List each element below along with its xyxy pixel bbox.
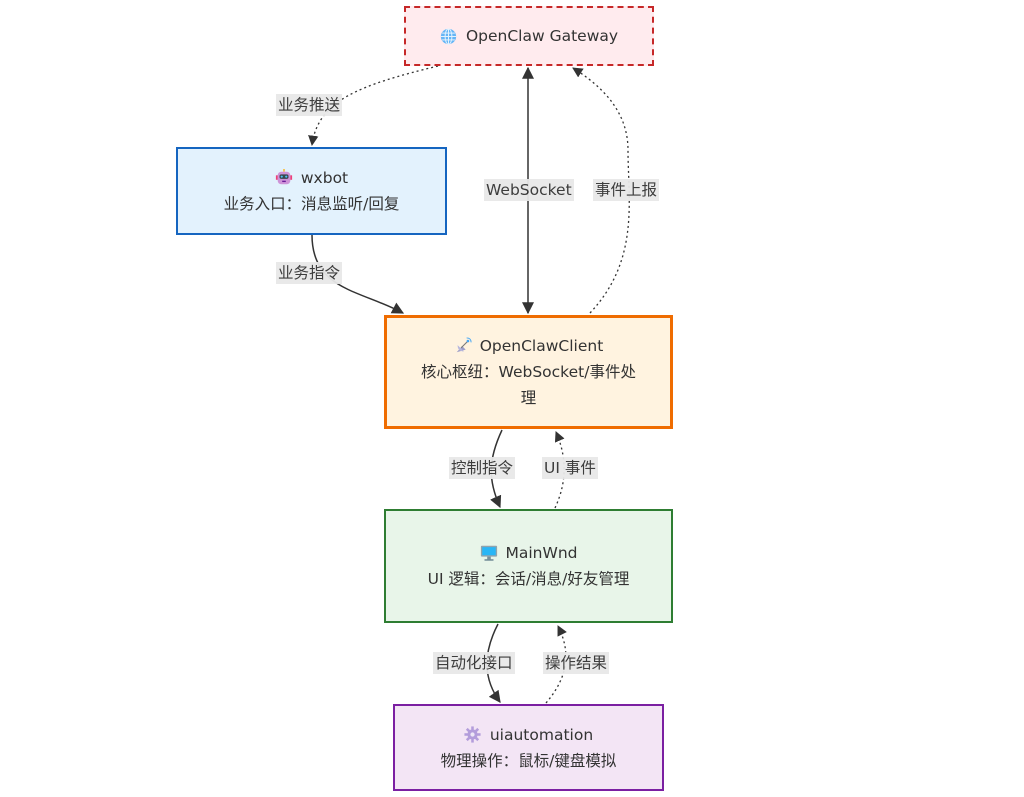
node-description: UI 逻辑：会话/消息/好友管理 — [427, 570, 630, 588]
node-description: 业务入口：消息监听/回复 — [223, 195, 400, 213]
node-title: OpenClaw Gateway — [465, 27, 619, 45]
edge-label-control-command: 控制指令 — [449, 457, 516, 479]
edge-gateway-wxbot — [308, 65, 439, 147]
node-title: MainWnd — [505, 544, 578, 562]
node-title: uiautomation — [489, 725, 594, 744]
edge-label-operation-result: 操作结果 — [543, 652, 610, 674]
edge-label-business-push: 业务推送 — [276, 94, 343, 116]
node-title: wxbot — [300, 169, 349, 187]
edge-label-websocket: WebSocket — [484, 179, 574, 201]
globe-icon — [440, 27, 458, 45]
robot-icon — [275, 169, 293, 187]
node-description: 物理操作：鼠标/键盘模拟 — [440, 751, 617, 770]
edge-label-ui-event: UI 事件 — [542, 457, 598, 479]
desktop-computer-icon — [480, 544, 498, 562]
satellite-antenna-icon — [454, 337, 472, 355]
node-mainwnd: MainWnd UI 逻辑：会话/消息/好友管理 — [384, 509, 673, 623]
gear-icon — [464, 726, 482, 744]
node-uiautomation: uiautomation 物理操作：鼠标/键盘模拟 — [393, 704, 664, 791]
node-title: OpenClawClient — [479, 337, 604, 355]
edge-label-event-report: 事件上报 — [593, 179, 660, 201]
node-openclaw-gateway: OpenClaw Gateway — [404, 6, 654, 66]
node-wxbot: wxbot 业务入口：消息监听/回复 — [176, 147, 447, 235]
edge-label-business-command: 业务指令 — [276, 262, 343, 284]
edge-wxbot-client — [311, 234, 405, 314]
node-openclaw-client: OpenClawClient 核心枢纽：WebSocket/事件处理 — [384, 315, 673, 429]
edge-label-automation-interface: 自动化接口 — [433, 652, 515, 674]
node-description: 核心枢纽：WebSocket/事件处理 — [421, 363, 636, 407]
edge-client-gateway-events — [572, 67, 630, 314]
